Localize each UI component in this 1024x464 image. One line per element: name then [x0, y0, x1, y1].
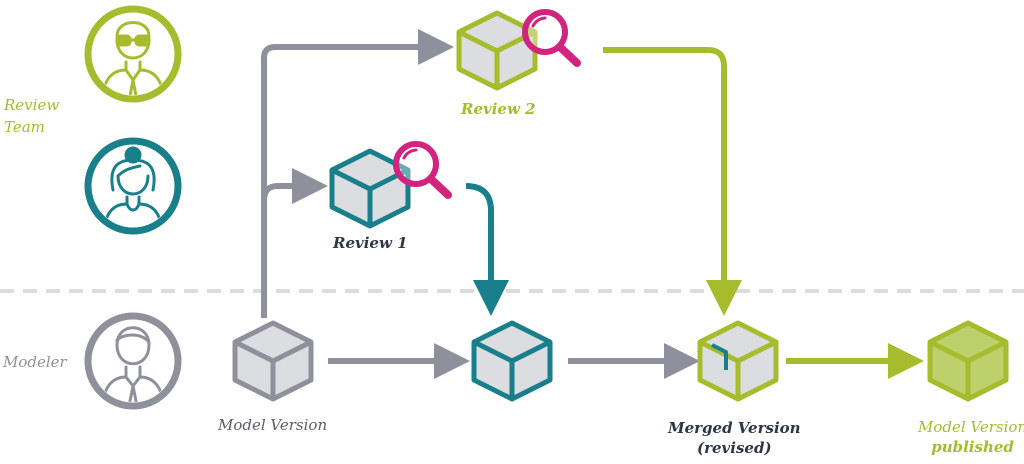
review-team-label-line-2: Team	[4, 118, 45, 136]
review-team-label-line-1: Review	[4, 96, 60, 114]
merged-version-caption-line-1: Merged Version	[668, 419, 801, 437]
merge-cube-icon	[471, 320, 553, 402]
published-cube-icon	[927, 320, 1009, 402]
review-2-to-merged-arrow	[603, 47, 742, 316]
review-1-cube-icon	[329, 148, 411, 229]
model-version-cube-icon	[232, 320, 314, 402]
reviewer-man-icon	[84, 5, 182, 103]
branch-to-review-1-arrow	[261, 168, 328, 204]
merged-version-caption: Merged Version (revised)	[668, 418, 801, 458]
review-2-caption: Review 2	[461, 100, 536, 118]
reviewer-woman-icon	[84, 137, 182, 235]
published-caption: Model Version published	[918, 417, 1024, 457]
review-team-label: Review Team	[4, 94, 59, 138]
review-1-magnifier-icon	[393, 141, 452, 199]
review-1-caption: Review 1	[333, 234, 408, 252]
review-1-to-merge-arrow	[465, 183, 509, 316]
modeler-man-icon	[84, 312, 182, 410]
review-2-cube-icon	[456, 10, 538, 91]
published-caption-line-2: published	[931, 438, 1014, 456]
review-2-magnifier-icon	[522, 9, 581, 67]
merged-version-caption-line-2: (revised)	[697, 439, 772, 457]
model-version-caption: Model Version	[218, 416, 328, 434]
modeler-label: Modeler	[3, 353, 67, 371]
branch-to-review-2-arrow	[261, 29, 454, 318]
published-caption-line-1: Model Version	[918, 418, 1024, 436]
merged-version-cube-icon	[697, 320, 779, 402]
